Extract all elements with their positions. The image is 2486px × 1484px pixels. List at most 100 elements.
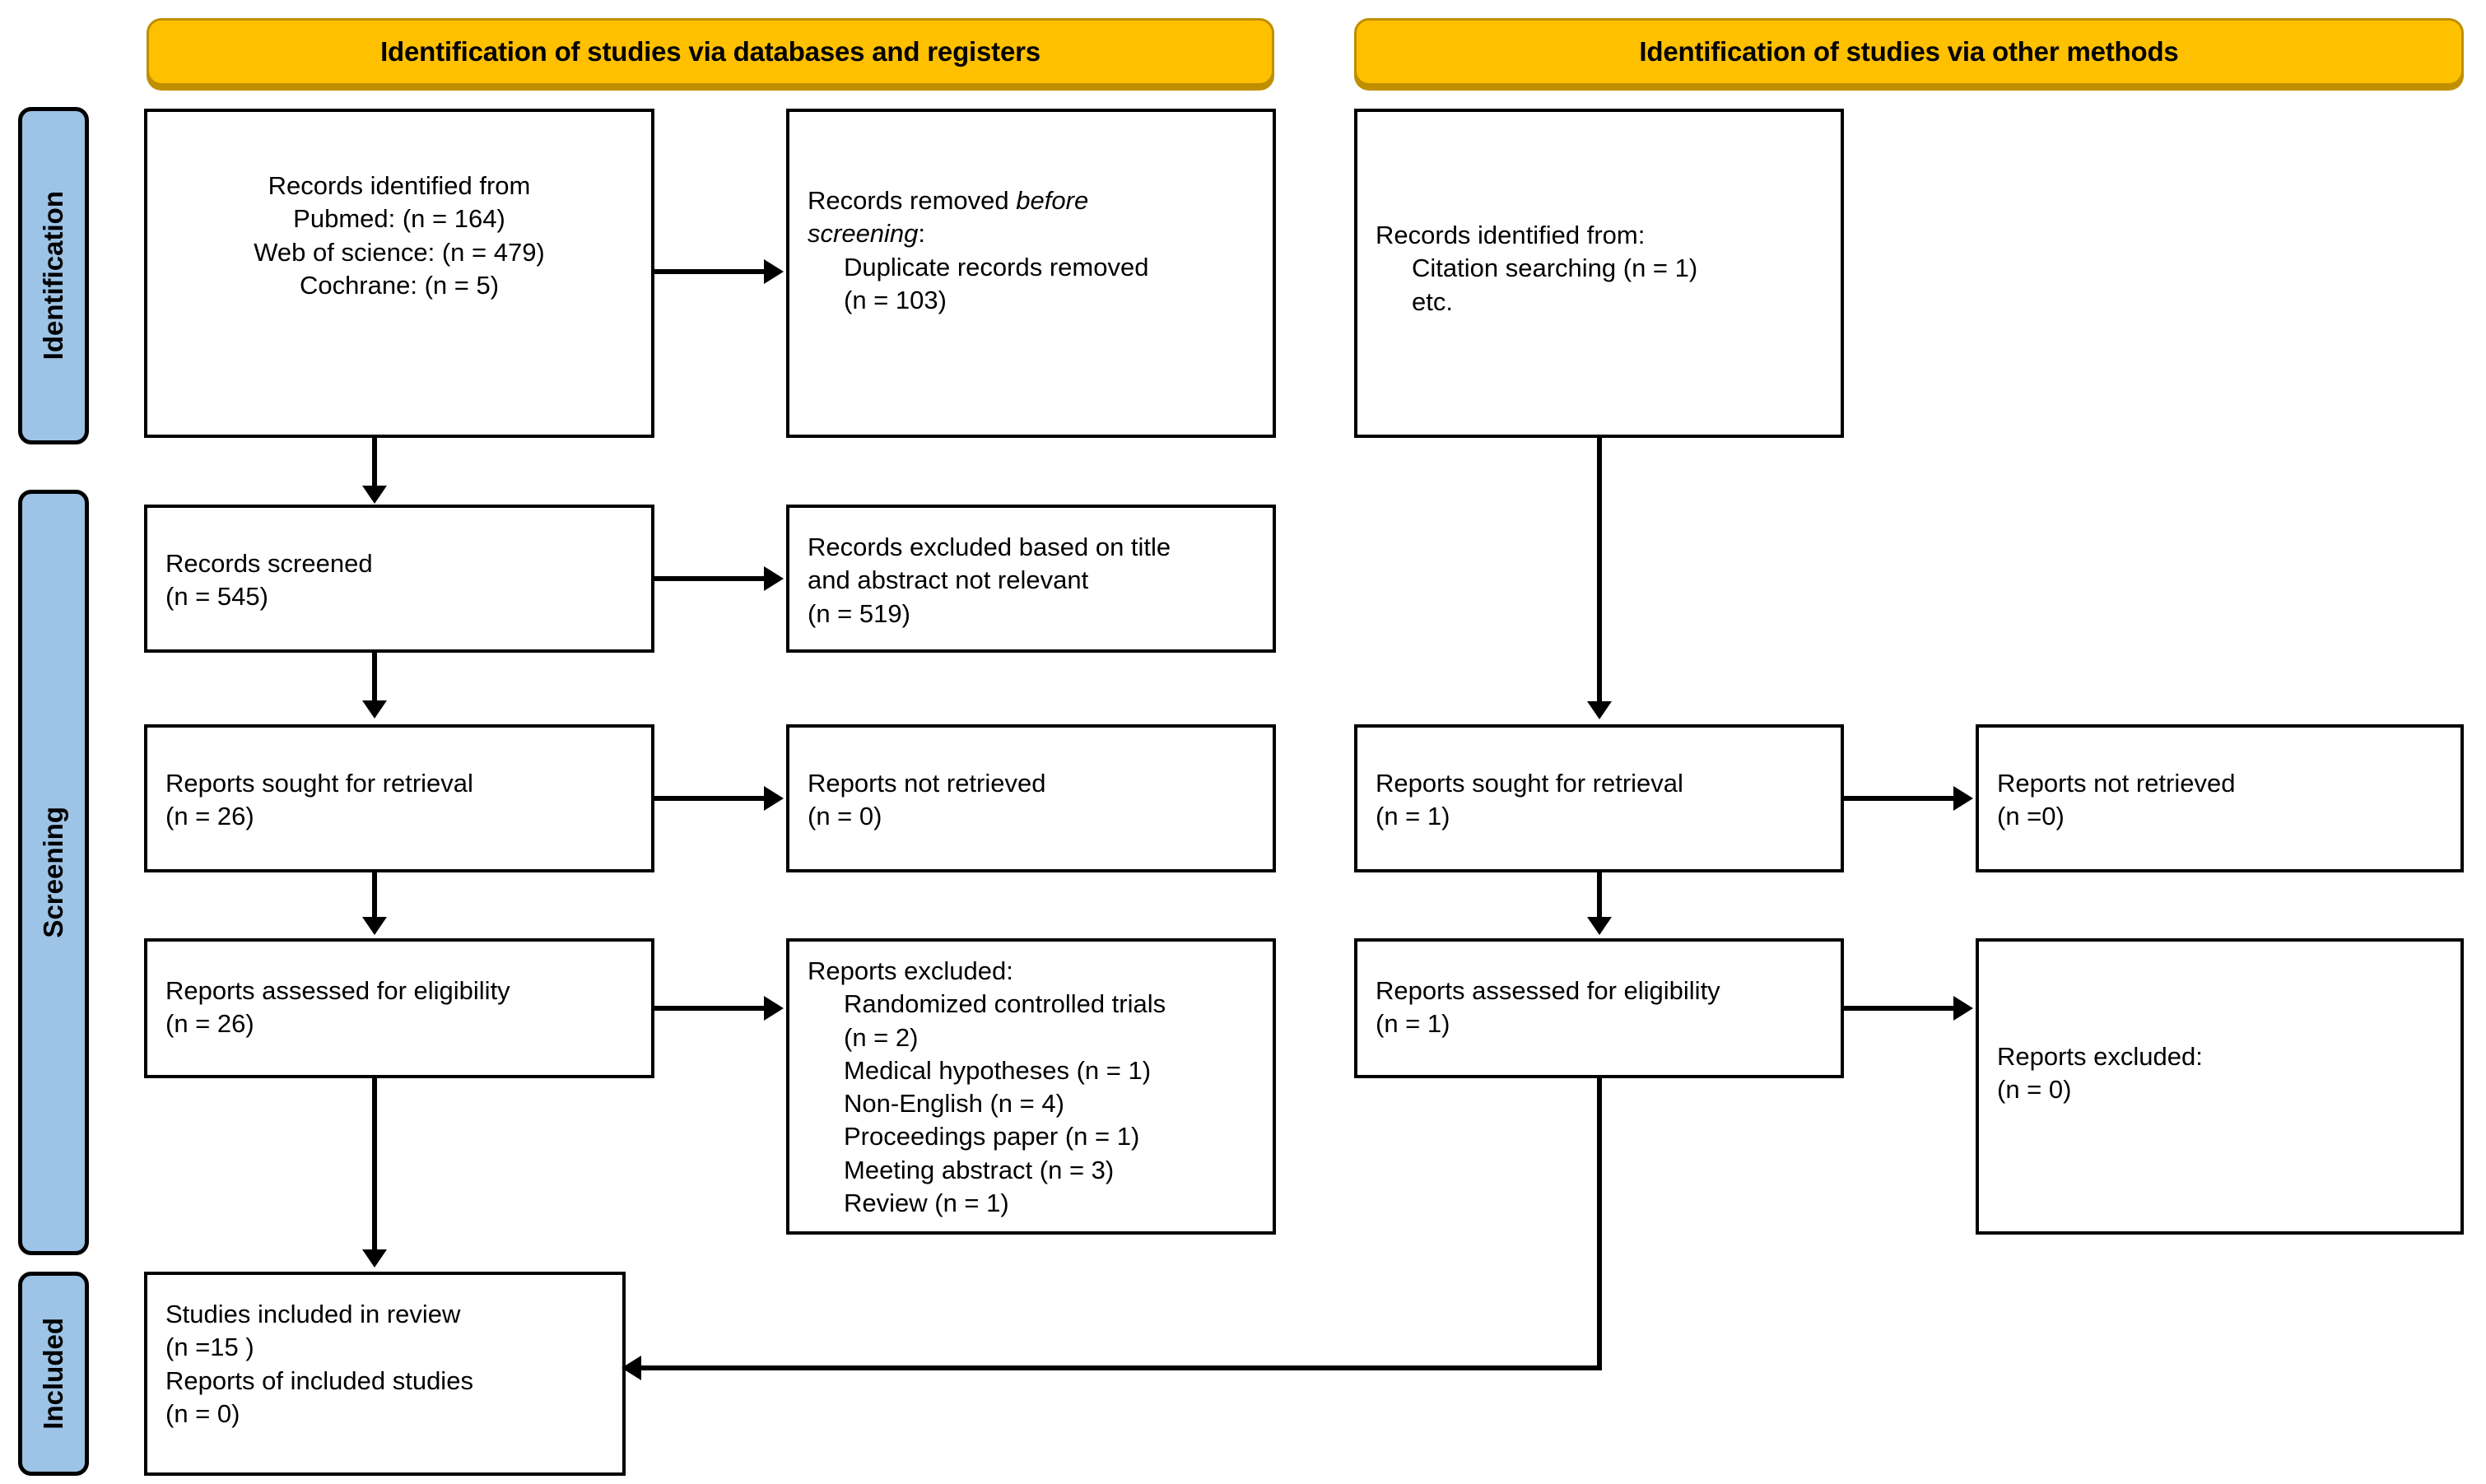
line-records-identified-from: Records identified from (268, 171, 531, 200)
connector-other-identified-to-sought-line (1597, 438, 1602, 705)
line-reports-not-retrieved-count: (n = 0) (808, 802, 882, 831)
connector-screened-to-excluded-line (654, 576, 766, 581)
phase-tab-identification-label: Identification (38, 191, 68, 361)
box-records-excluded-text: Records excluded based on title and abst… (808, 531, 1261, 630)
connector-sought-to-assessed-line (372, 872, 377, 920)
box-reports-assessed-other: Reports assessed for eligibility (n = 1) (1354, 938, 1844, 1078)
line-excluded-proceedings-paper: Proceedings paper (n = 1) (844, 1122, 1140, 1151)
phase-tab-screening: Screening (18, 490, 89, 1255)
box-reports-assessed-databases-text: Reports assessed for eligibility (n = 26… (165, 975, 640, 1041)
box-records-identified-other-methods: Records identified from: Citation search… (1354, 109, 1844, 438)
connector-assessed-to-included-line (372, 1078, 377, 1253)
connector-assessed-to-included-arrow (362, 1249, 387, 1268)
connector-sought-to-not-retrieved-arrow (764, 786, 784, 811)
connector-other-assessed-to-included-arrow (622, 1356, 641, 1380)
banner-other-methods: Identification of studies via other meth… (1354, 18, 2464, 86)
box-reports-excluded-databases-text: Reports excluded: Randomized controlled … (808, 955, 1261, 1220)
connector-assessed-to-excluded-arrow (764, 996, 784, 1021)
line-citation-searching: Citation searching (n = 1) (1412, 254, 1698, 283)
line-excluded-meeting-abstract: Meeting abstract (n = 3) (844, 1155, 1115, 1184)
line-reports-not-retrieved-other: Reports not retrieved (1997, 769, 2236, 798)
line-web-of-science-count: Web of science: (n = 479) (254, 237, 545, 267)
line-studies-included: Studies included in review (165, 1300, 461, 1328)
connector-identified-to-removed-line (654, 269, 766, 274)
banner-databases-registers: Identification of studies via databases … (147, 18, 1274, 86)
box-reports-sought-databases-text: Reports sought for retrieval (n = 26) (165, 767, 640, 834)
connector-other-assessed-to-excluded-line (1844, 1006, 1955, 1011)
connector-other-identified-to-sought-arrow (1587, 701, 1612, 719)
line-excluded-review: Review (n = 1) (844, 1189, 1009, 1218)
phase-tab-included: Included (18, 1272, 89, 1476)
line-reports-sought-other-count: (n = 1) (1376, 802, 1450, 831)
phase-tab-identification: Identification (18, 107, 89, 444)
line-etc: etc. (1412, 286, 1453, 316)
box-reports-not-retrieved-databases: Reports not retrieved (n = 0) (786, 724, 1276, 872)
box-records-screened-text: Records screened (n = 545) (165, 547, 640, 614)
line-reports-assessed-count: (n = 26) (165, 1009, 254, 1039)
line-reports-of-included-studies: Reports of included studies (165, 1365, 473, 1395)
connector-identified-to-screened-arrow (362, 486, 387, 504)
box-reports-not-retrieved-other-text: Reports not retrieved (n =0) (1997, 767, 2449, 834)
connector-other-sought-to-not-retrieved-line (1844, 796, 1955, 801)
box-studies-included-text: Studies included in review (n =15 ) Repo… (165, 1298, 611, 1431)
connector-assessed-to-excluded-line (654, 1006, 766, 1011)
box-reports-sought-other-text: Reports sought for retrieval (n = 1) (1376, 767, 1829, 834)
connector-other-assessed-to-excluded-arrow (1953, 996, 1973, 1021)
box-reports-not-retrieved-other: Reports not retrieved (n =0) (1976, 724, 2464, 872)
connector-identified-to-screened-line (372, 438, 377, 489)
connector-other-assessed-to-included-vertical (1597, 1078, 1602, 1370)
connector-other-sought-to-not-retrieved-arrow (1953, 786, 1973, 811)
line-reports-assessed-other: Reports assessed for eligibility (1376, 976, 1720, 1005)
line-reports-assessed: Reports assessed for eligibility (165, 976, 510, 1005)
banner-databases-registers-label: Identification of studies via databases … (380, 36, 1040, 67)
line-records-excluded-count: (n = 519) (808, 598, 910, 628)
connector-sought-to-not-retrieved-line (654, 796, 766, 801)
line-reports-not-retrieved-other-count: (n =0) (1997, 802, 2065, 831)
box-studies-included-in-review: Studies included in review (n =15 ) Repo… (144, 1272, 626, 1476)
line-excluded-medical-hypotheses: Medical hypotheses (n = 1) (844, 1055, 1152, 1085)
box-records-identified-databases-text: Records identified from Pubmed: (n = 164… (156, 170, 643, 302)
banner-other-methods-label: Identification of studies via other meth… (1639, 36, 2179, 67)
line-reports-sought-other: Reports sought for retrieval (1376, 769, 1683, 798)
line-excluded-rct: Randomized controlled trials (844, 989, 1166, 1019)
line-records-excluded-title: Records excluded based on title (808, 533, 1171, 561)
box-records-removed-text: Records removed before screening: Duplic… (808, 184, 1261, 317)
line-reports-excluded-other-count: (n = 0) (1997, 1075, 2072, 1105)
line-pubmed-count: Pubmed: (n = 164) (293, 204, 505, 234)
line-reports-of-included-studies-count: (n = 0) (165, 1398, 240, 1428)
line-records-screened: Records screened (165, 549, 373, 578)
box-reports-excluded-other: Reports excluded: (n = 0) (1976, 938, 2464, 1235)
line-records-excluded-abstract: and abstract not relevant (808, 565, 1089, 595)
box-reports-assessed-other-text: Reports assessed for eligibility (n = 1) (1376, 975, 1829, 1041)
connector-screened-to-excluded-arrow (764, 566, 784, 591)
line-records-identified-from-colon: Records identified from: (1376, 221, 1646, 249)
line-records-screened-count: (n = 545) (165, 582, 268, 612)
line-reports-sought-count: (n = 26) (165, 802, 254, 831)
line-screening-colon: screening: (808, 219, 926, 249)
box-records-identified-databases: Records identified from Pubmed: (n = 164… (144, 109, 654, 438)
line-duplicate-count: (n = 103) (844, 285, 947, 314)
line-excluded-rct-count: (n = 2) (844, 1022, 919, 1052)
line-studies-included-count: (n =15 ) (165, 1333, 254, 1362)
box-reports-excluded-databases: Reports excluded: Randomized controlled … (786, 938, 1276, 1235)
box-reports-assessed-databases: Reports assessed for eligibility (n = 26… (144, 938, 654, 1078)
line-reports-sought: Reports sought for retrieval (165, 769, 473, 798)
line-records-removed-before: Records removed before (808, 186, 1089, 215)
box-records-removed-before-screening: Records removed before screening: Duplic… (786, 109, 1276, 438)
connector-other-sought-to-assessed-arrow (1587, 917, 1612, 935)
phase-tab-included-label: Included (38, 1318, 68, 1430)
box-records-identified-other-text: Records identified from: Citation search… (1376, 219, 1829, 319)
box-reports-sought-databases: Reports sought for retrieval (n = 26) (144, 724, 654, 872)
connector-screened-to-sought-arrow (362, 700, 387, 719)
box-records-screened: Records screened (n = 545) (144, 505, 654, 653)
connector-sought-to-assessed-arrow (362, 917, 387, 935)
box-reports-excluded-other-text: Reports excluded: (n = 0) (1997, 1040, 2449, 1107)
box-records-excluded: Records excluded based on title and abst… (786, 505, 1276, 653)
connector-other-sought-to-assessed-line (1597, 872, 1602, 920)
phase-tab-screening-label: Screening (38, 807, 68, 938)
line-reports-assessed-other-count: (n = 1) (1376, 1009, 1450, 1039)
line-reports-not-retrieved: Reports not retrieved (808, 769, 1046, 798)
connector-identified-to-removed-arrow (764, 259, 784, 284)
box-reports-not-retrieved-databases-text: Reports not retrieved (n = 0) (808, 767, 1261, 834)
